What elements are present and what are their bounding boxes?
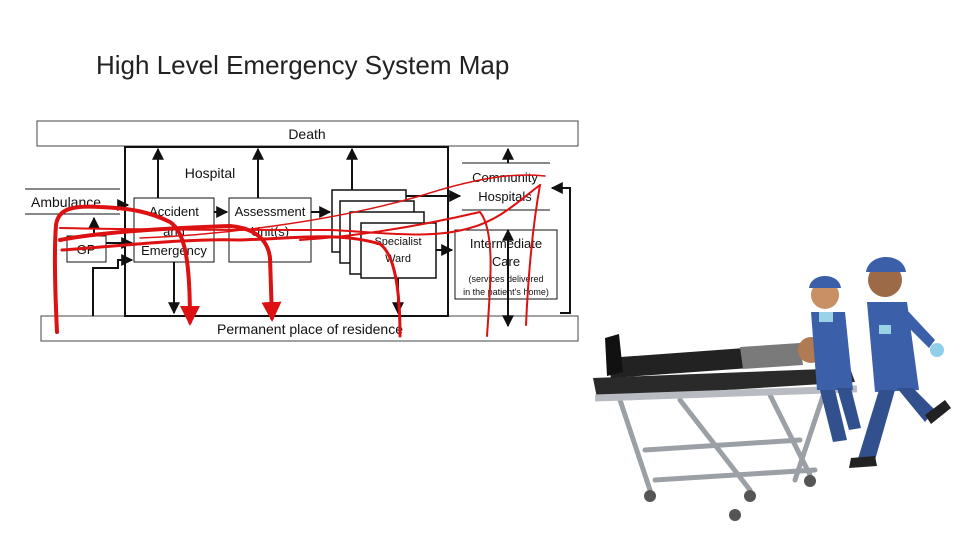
death-bar [36,120,579,147]
patient-feet [605,334,623,376]
stretcher-frame [617,387,828,493]
paramedic-front [809,276,861,442]
ic-line2: Care [492,254,520,269]
specialist-ward-box [360,222,437,279]
community-line1: Community [472,170,538,185]
patient-legs [607,348,750,378]
paramedic-back [849,257,951,468]
stretcher-mattress [593,368,855,398]
specialist-line1: Specialist [374,236,421,248]
ic-line1: Intermediate [470,236,542,251]
stretcher-rail [594,385,858,402]
flow-arrows [88,147,571,328]
residence-label: Permanent place of residence [217,321,403,337]
death-label: Death [288,126,325,142]
community-line2: Hospitals [478,189,532,204]
ae-line1: Accident [149,204,199,219]
page-title: High Level Emergency System Map [96,50,510,80]
stretcher-wheels [644,475,816,521]
ic-note2: in the patient's home) [463,287,549,297]
hospital-label: Hospital [185,165,236,181]
ic-note1: (services delivered [468,274,543,284]
ae-line3: Emergency [141,243,207,258]
stretcher-paramedics-icon [593,257,951,521]
patient-pathways [52,174,546,338]
patient-torso [740,343,803,369]
assessment-line1: Assessment [235,204,306,219]
